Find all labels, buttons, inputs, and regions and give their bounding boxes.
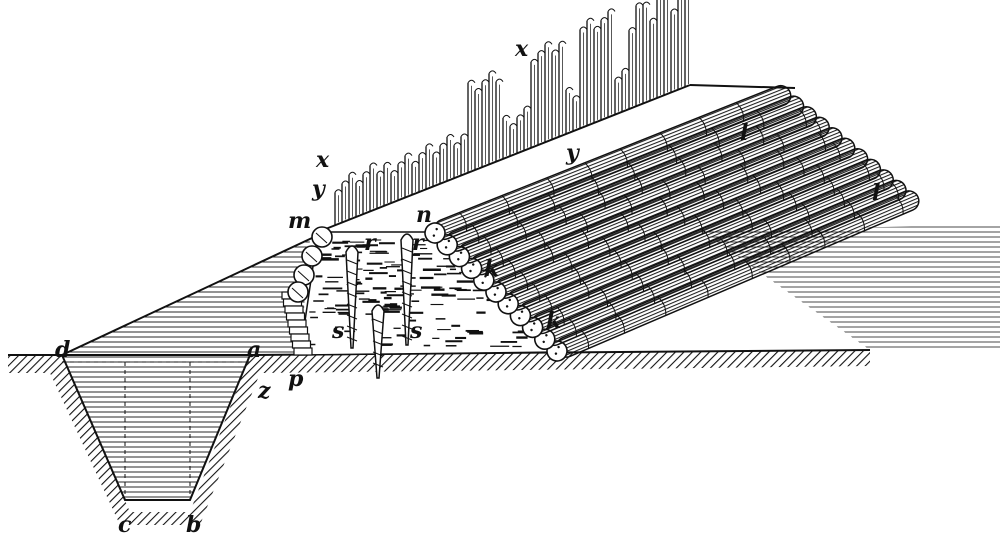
label-b: b: [186, 512, 201, 538]
label-r: r: [364, 230, 377, 256]
label-n: n: [416, 202, 432, 228]
label-y: y: [565, 140, 581, 166]
labels: x x y y m n r r s s l l k k d a p z c b: [55, 36, 880, 538]
label-c: c: [118, 512, 132, 538]
label-x: x: [315, 147, 330, 173]
label-d: d: [55, 337, 70, 363]
sod-step: [285, 312, 306, 321]
fascine-palisade: [334, 0, 689, 226]
label-k: k: [546, 308, 561, 334]
front-logs: [287, 226, 333, 303]
label-m: m: [288, 208, 311, 234]
label-k: k: [484, 256, 499, 282]
label-r: r: [412, 230, 425, 256]
sod-step: [288, 326, 309, 335]
log-end: [424, 222, 446, 244]
log: [424, 84, 792, 244]
sod-step: [290, 333, 310, 342]
log-revetment: [424, 84, 920, 362]
label-p: p: [288, 366, 304, 392]
label-l: l: [740, 120, 748, 146]
label-s: s: [331, 318, 344, 344]
sod-step: [284, 305, 304, 314]
log-end: [301, 245, 323, 267]
embankment-slope: [61, 237, 313, 356]
log-end: [311, 226, 333, 248]
label-a: a: [247, 337, 261, 363]
stake: [371, 304, 385, 379]
sod-step: [287, 319, 307, 328]
earth-core: [299, 231, 562, 356]
label-y: y: [311, 176, 327, 202]
label-s: s: [409, 318, 422, 344]
log-end: [287, 281, 309, 303]
label-l: l: [872, 180, 880, 206]
stakes: [345, 233, 414, 379]
sod-step: [293, 347, 313, 356]
label-z: z: [257, 378, 271, 404]
sod-step: [291, 340, 312, 349]
label-x: x: [514, 36, 529, 62]
